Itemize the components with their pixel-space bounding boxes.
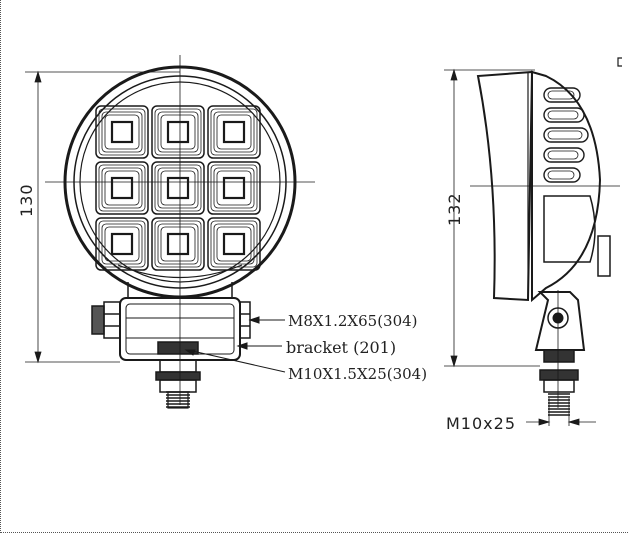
callout-leaders (184, 316, 286, 373)
height-dimension-side (444, 68, 540, 368)
center-lines (45, 55, 315, 405)
led-module (151, 161, 205, 215)
cooling-fin-inner (547, 110, 579, 120)
cooling-fin (543, 87, 581, 103)
side-bolt-left (91, 301, 121, 339)
thread-body (167, 391, 189, 409)
led-module (151, 105, 205, 159)
callout-mount-label: M10X1.5X25(304) (288, 365, 427, 383)
side-center-lines (470, 185, 620, 408)
led-module (207, 105, 261, 159)
mount-thread (166, 391, 190, 409)
front-view (25, 55, 315, 409)
led-module (207, 217, 261, 271)
cooling-fin (543, 127, 589, 143)
side-housing (531, 70, 602, 303)
side-bracket (534, 291, 586, 351)
height-dim-label-side: 132 (445, 192, 464, 226)
thread-dim-label: M10x25 (446, 414, 516, 433)
cooling-fin-inner (547, 90, 575, 100)
thread-dimension (526, 398, 596, 426)
side-mount-bolt (539, 349, 579, 393)
side-lens-face (476, 70, 534, 302)
height-dim-label-front: 130 (17, 183, 36, 217)
side-back-block (543, 195, 596, 263)
cooling-fins (543, 87, 589, 183)
led-module (95, 161, 149, 215)
cooling-fin-inner (547, 130, 583, 140)
led-grid (95, 105, 261, 271)
led-module (151, 217, 205, 271)
cooling-fin-inner (547, 170, 575, 180)
led-module (95, 217, 149, 271)
led-module (207, 161, 261, 215)
corner-mark (617, 57, 622, 67)
callout-bracket-label: bracket (201) (286, 338, 396, 357)
cooling-fin-inner (547, 150, 579, 160)
led-module (95, 105, 149, 159)
height-dimension-front (25, 70, 180, 364)
side-view (444, 57, 622, 426)
callout-bolt-label: M8X1.2X65(304) (288, 312, 418, 330)
cooling-fin (543, 107, 585, 123)
cooling-fin (543, 167, 581, 183)
cooling-fin (543, 147, 585, 163)
cable-gland (597, 235, 611, 277)
side-mount-thread (548, 393, 570, 416)
